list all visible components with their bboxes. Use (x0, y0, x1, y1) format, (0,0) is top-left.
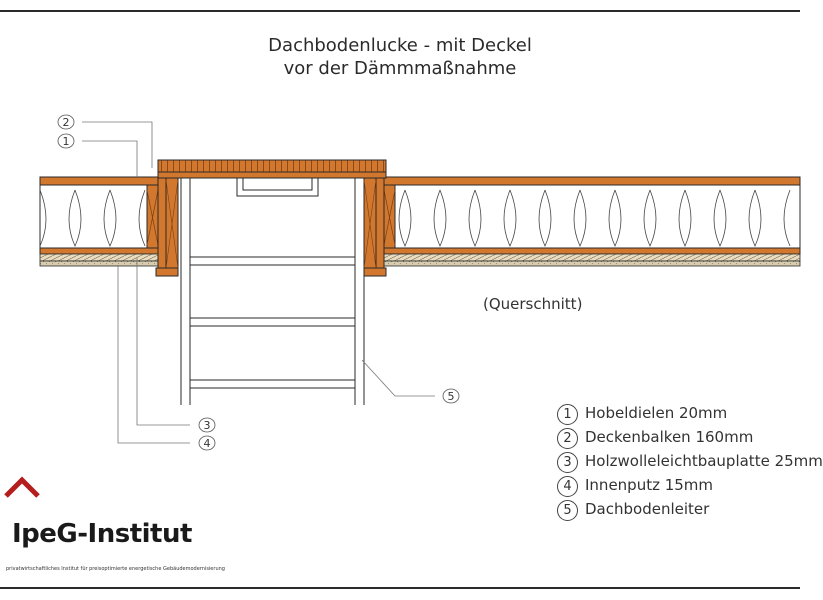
left-insulation-hatch (39, 189, 146, 247)
left-frame-foot (155, 267, 179, 277)
right-frame-foot (363, 267, 387, 277)
legend-number: 1 (557, 404, 578, 425)
legend-number: 4 (557, 476, 578, 497)
left-woodwool-board (39, 253, 159, 262)
svg-text:2: 2 (63, 116, 70, 129)
svg-text:4: 4 (204, 437, 211, 450)
cross-section-drawing: 2 1 3 4 5 (39, 114, 801, 451)
left-beam-cross (146, 189, 159, 246)
callout-2: 2 (57, 114, 75, 130)
attic-ladder (180, 178, 365, 405)
top-border (0, 10, 800, 12)
right-woodwool-board (383, 253, 801, 262)
left-lath (39, 247, 159, 255)
right-plaster (383, 260, 801, 267)
left-floorboard (39, 176, 159, 186)
callout-4: 4 (198, 435, 216, 451)
left-trim-post (157, 171, 167, 269)
left-ceiling-section (39, 171, 179, 277)
title-line-1: Dachbodenlucke - mit Deckel (268, 35, 532, 56)
svg-text:1: 1 (63, 135, 70, 148)
right-trim-post (375, 171, 385, 269)
callout-1: 1 (57, 133, 75, 149)
leader-lines (82, 121, 435, 444)
hatch-lid (157, 159, 387, 197)
legend-label: Deckenbalken 160mm (585, 428, 754, 446)
left-plaster (39, 260, 159, 267)
legend-label: Hobeldielen 20mm (585, 404, 728, 422)
left-insulation (39, 184, 148, 249)
legend-number: 2 (557, 428, 578, 449)
legend-label: Dachbodenleiter (585, 500, 710, 518)
legend-label: Innenputz 15mm (585, 476, 714, 494)
logo-roof-icon (4, 476, 40, 498)
logo-wordmark: IpeG-Institut (12, 519, 192, 549)
callout-3: 3 (198, 417, 216, 433)
lid-planks (157, 159, 387, 173)
right-insulation (394, 184, 801, 249)
lid-ladder-box (236, 178, 319, 197)
legend-number: 5 (557, 500, 578, 521)
callout-5: 5 (442, 388, 460, 404)
right-insulation-hatch (398, 189, 791, 247)
title-line-2: vor der Dämmmaßnahme (283, 58, 517, 79)
section-caption: (Querschnitt) (483, 295, 583, 313)
legend-label: Holzwolleleichtbauplatte 25mm (585, 452, 823, 470)
right-ceiling-section (363, 171, 801, 277)
right-lath (383, 247, 801, 255)
drawing-title: Dachbodenlucke - mit Deckel vor der Dämm… (0, 34, 800, 80)
right-floorboard (383, 176, 801, 186)
legend-number: 3 (557, 452, 578, 473)
bottom-border (0, 587, 800, 589)
svg-text:5: 5 (448, 390, 455, 403)
lid-frame (157, 171, 387, 179)
svg-text:3: 3 (204, 419, 211, 432)
logo-tagline: privatwirtschaftliches Institut für prei… (6, 566, 225, 572)
